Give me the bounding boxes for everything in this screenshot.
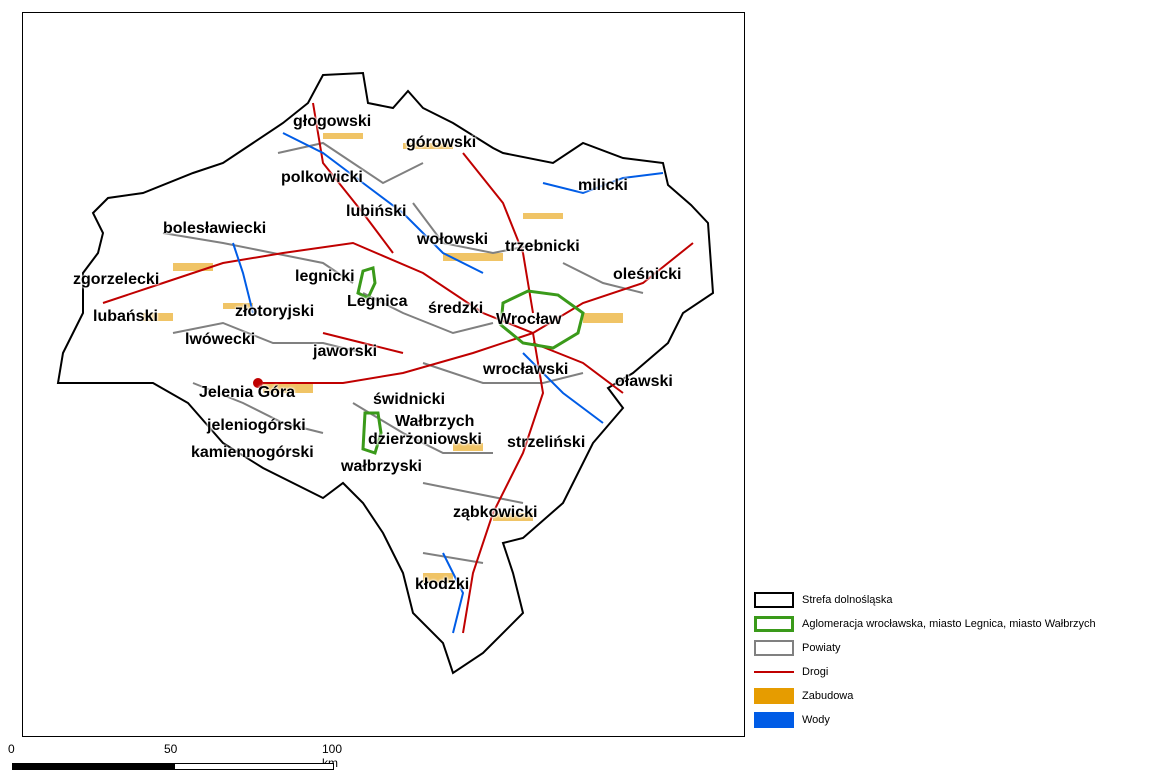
map-label: kłodzki [415,576,470,593]
region-map [56,71,715,675]
map-label: Jelenia Góra [199,384,296,401]
agglomerations [356,266,585,455]
map-label: oleśnicki [613,266,682,283]
map-label: wrocławski [483,361,569,378]
map-label: lubański [93,308,158,325]
map-label: złotoryjski [235,303,315,320]
map-label: średzki [428,300,484,317]
legend-item-roads: Drogi [754,662,828,682]
map-label: górowski [406,134,477,151]
map-label: milicki [578,177,628,194]
legend-label: Drogi [802,666,829,678]
map-label: trzebnicki [505,238,580,255]
legend-item-zone: Strefa dolnośląska [754,590,893,610]
scale-tick-0: 0 [8,742,15,756]
map-label: Legnica [347,293,408,310]
rivers [232,132,664,634]
roads [102,102,694,634]
map-label: bolesławiecki [163,220,267,237]
scale-tick-50: 50 [164,742,178,756]
legend-label: Strefa dolnośląska [802,594,893,606]
region-outline [56,71,715,675]
map-label: legnicki [295,268,355,285]
legend-item-counties: Powiaty [754,638,841,658]
map-label: Wrocław [496,311,562,328]
scale-segment-white [174,763,334,770]
legend-item-built-up: Zabudowa [754,686,853,706]
map-label: jeleniogórski [207,417,306,434]
map-label: ząbkowicki [453,504,538,521]
map-label: polkowicki [281,169,363,186]
legend: Strefa dolnośląska Aglomeracja wrocławsk… [754,590,1159,740]
road-line-icon [754,671,794,673]
scale-segment-black [12,763,174,770]
legend-label: Powiaty [802,642,841,654]
agglomeration-outline-icon [754,616,794,632]
map-label: kamiennogórski [191,444,314,461]
map-label: oławski [615,373,673,390]
legend-label: Zabudowa [802,690,854,702]
legend-item-water: Wody [754,710,830,730]
map-label: Wałbrzych [395,413,475,430]
map-label: zgorzelecki [73,271,160,288]
map-label: lwówecki [185,331,256,348]
map-label: jaworski [313,343,378,360]
zone-outline-icon [754,592,794,608]
built-up-fill-icon [754,688,794,704]
jelenia-gora-marker [253,378,263,388]
legend-label: Aglomeracja wrocławska, miasto Legnica, … [802,618,1096,630]
map-label: lubiński [346,203,407,220]
water-fill-icon [754,712,794,728]
legend-item-agglomeration: Aglomeracja wrocławska, miasto Legnica, … [754,614,1096,634]
map-label: świdnicki [373,391,446,408]
scale-bar: 0 50 100 km [8,742,342,771]
map-label: głogowski [293,113,372,130]
built-up-areas [143,133,623,583]
map-label: wołowski [417,231,489,248]
map-label: dzierżoniowski [368,431,482,448]
map-frame: głogowski górowski polkowicki milicki lu… [22,12,745,737]
map-label: strzeliński [507,434,586,451]
county-outline-icon [754,640,794,656]
legend-label: Wody [802,714,830,726]
map-label: wałbrzyski [341,458,422,475]
